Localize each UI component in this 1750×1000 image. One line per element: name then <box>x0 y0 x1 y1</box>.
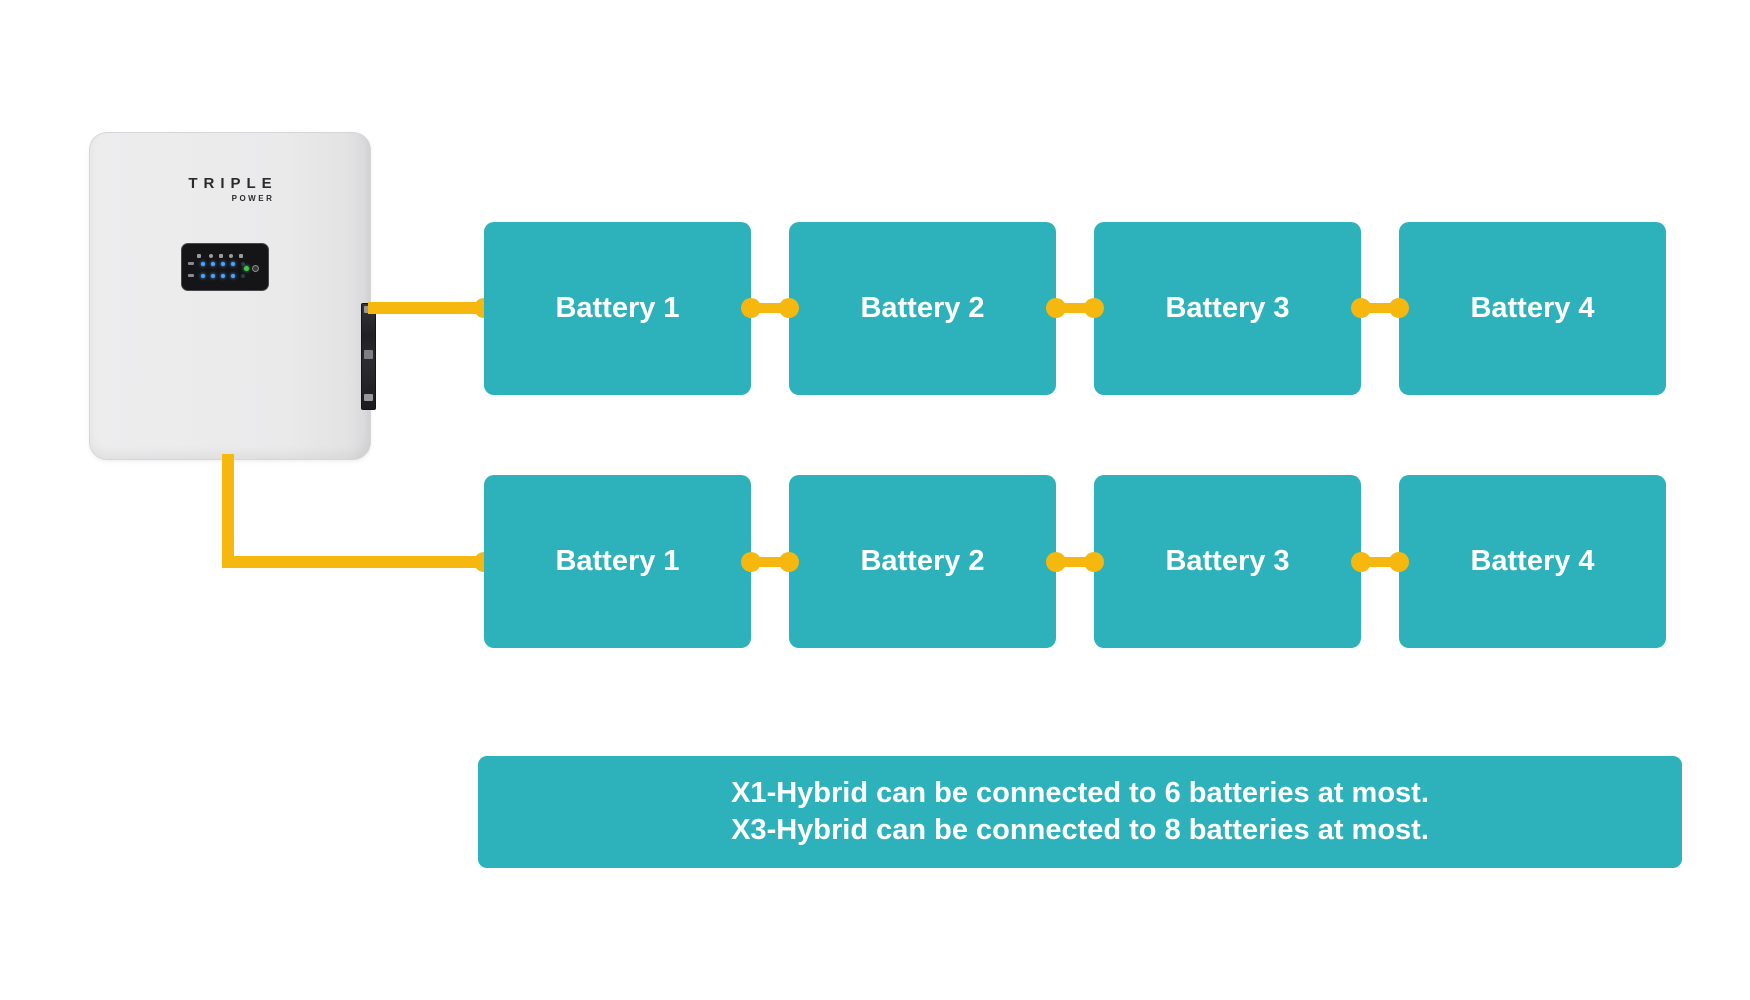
inverter-device: TRIPLE POWER <box>89 132 371 460</box>
panel-icon <box>197 254 201 258</box>
battery-box: Battery 2 <box>789 222 1056 395</box>
battery-box: Battery 4 <box>1399 475 1666 648</box>
note-line-1: X1-Hybrid can be connected to 6 batterie… <box>731 777 1429 809</box>
battery-label: Battery 1 <box>555 545 680 577</box>
link-endpoint <box>1389 552 1409 572</box>
led-indicator <box>201 262 205 266</box>
link-endpoint <box>1351 298 1371 318</box>
battery-terminal-connector <box>361 303 376 410</box>
note-box: X1-Hybrid can be connected to 6 batterie… <box>478 756 1682 868</box>
link-endpoint <box>1046 298 1066 318</box>
brand-name-power: POWER <box>231 194 275 203</box>
note-line-2: X3-Hybrid can be connected to 8 batterie… <box>731 814 1429 846</box>
cable-inverter-to-string2 <box>222 556 484 568</box>
status-led-green <box>244 266 249 271</box>
terminal-segment <box>364 394 373 401</box>
battery-label: Battery 1 <box>555 292 680 324</box>
link-endpoint <box>741 298 761 318</box>
brand-name-triple: TRIPLE <box>188 175 278 192</box>
battery-label: Battery 4 <box>1470 292 1595 324</box>
battery-label: Battery 2 <box>860 545 985 577</box>
led-row-label <box>188 274 194 277</box>
battery-link-cable <box>751 557 789 567</box>
link-endpoint <box>1046 552 1066 572</box>
led-indicator <box>221 274 225 278</box>
status-led-gray <box>252 265 259 272</box>
led-indicator <box>231 274 235 278</box>
battery-link-cable <box>1361 303 1399 313</box>
cable-inverter-to-string1 <box>368 302 484 314</box>
battery-label: Battery 3 <box>1165 292 1290 324</box>
led-indicator <box>221 262 225 266</box>
battery-box: Battery 2 <box>789 475 1056 648</box>
brand-logo: TRIPLE POWER <box>90 175 370 203</box>
panel-icon <box>239 254 243 258</box>
led-row-label <box>188 262 194 265</box>
link-endpoint <box>1084 552 1104 572</box>
link-endpoint <box>1389 298 1409 318</box>
led-indicator-dim <box>241 274 245 278</box>
link-endpoint <box>779 298 799 318</box>
battery-link-cable <box>1056 303 1094 313</box>
battery-label: Battery 3 <box>1165 545 1290 577</box>
battery-box: Battery 1 <box>484 222 751 395</box>
link-endpoint <box>741 552 761 572</box>
led-indicator <box>231 262 235 266</box>
battery-label: Battery 4 <box>1470 545 1595 577</box>
led-indicator <box>201 274 205 278</box>
link-endpoint <box>779 552 799 572</box>
panel-icon <box>209 254 213 258</box>
battery-link-cable <box>1361 557 1399 567</box>
led-indicator-dim <box>241 262 245 266</box>
led-indicator <box>211 274 215 278</box>
battery-link-cable <box>751 303 789 313</box>
link-endpoint <box>1084 298 1104 318</box>
battery-link-cable <box>1056 557 1094 567</box>
panel-icon <box>219 254 223 258</box>
terminal-segment <box>364 350 373 359</box>
battery-box: Battery 3 <box>1094 222 1361 395</box>
battery-box: Battery 3 <box>1094 475 1361 648</box>
link-endpoint <box>1351 552 1371 572</box>
led-display-panel <box>181 243 269 291</box>
battery-box: Battery 4 <box>1399 222 1666 395</box>
battery-label: Battery 2 <box>860 292 985 324</box>
cable-inverter-down <box>222 454 234 568</box>
panel-icon <box>229 254 233 258</box>
battery-box: Battery 1 <box>484 475 751 648</box>
led-indicator <box>211 262 215 266</box>
